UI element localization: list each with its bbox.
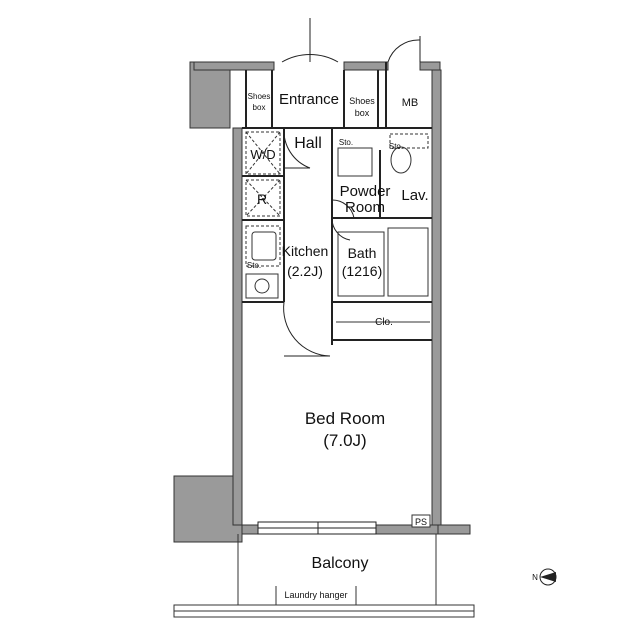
ps-box	[411, 514, 431, 528]
burner-icon	[254, 278, 270, 294]
label-entrance: Entrance	[279, 91, 339, 108]
wall-top-right	[419, 61, 441, 71]
label-shoes-box-right-1: Shoes	[349, 96, 375, 106]
wall-right	[431, 69, 442, 526]
label-hall: Hall	[294, 135, 322, 152]
wall-block-bottom-left	[173, 475, 243, 543]
label-shoes-box-left-1: Shoes	[248, 92, 271, 101]
label-kitchen: Kitchen	[282, 243, 329, 259]
balcony	[173, 534, 475, 618]
label-sto-lav: Sto.	[389, 142, 403, 151]
label-kitchen-size: (2.2J)	[287, 263, 323, 279]
toilet-icon	[390, 146, 412, 174]
label-powder-room-2: Room	[345, 199, 385, 216]
label-laundry-hanger: Laundry hanger	[284, 590, 347, 600]
balcony-window	[257, 521, 377, 535]
kitchen-sink	[251, 231, 277, 261]
powder-sink	[337, 147, 373, 177]
fixtures	[245, 146, 430, 323]
wall-top-mid	[343, 61, 389, 71]
label-bath-size: (1216)	[342, 263, 382, 279]
bath-floor	[337, 231, 385, 297]
label-clo: Clo.	[375, 317, 393, 328]
label-sto-hall: Sto.	[339, 138, 353, 147]
interior-walls	[242, 62, 432, 345]
compass-label: N	[532, 573, 538, 582]
wall-left	[232, 127, 243, 526]
label-mb: MB	[402, 97, 419, 109]
label-bedroom-size: (7.0J)	[323, 431, 366, 450]
label-wd: W/D	[250, 147, 275, 162]
dashed-fixtures	[245, 131, 429, 267]
label-powder-room-1: Powder	[340, 183, 391, 200]
label-balcony: Balcony	[312, 555, 369, 572]
compass-icon: N	[532, 568, 557, 586]
bathtub	[387, 227, 429, 297]
label-sto-kitchen: Sto.	[247, 261, 261, 270]
label-bedroom: Bed Room	[305, 409, 385, 428]
label-bath: Bath	[348, 245, 377, 261]
label-shoes-box-left-2: box	[253, 103, 266, 112]
wall-block-top-left	[189, 61, 231, 129]
wall-top-left	[193, 61, 275, 71]
stove	[245, 273, 279, 299]
label-refrigerator: R	[257, 191, 267, 207]
label-ps: PS	[415, 517, 427, 527]
label-shoes-box-right-2: box	[355, 108, 370, 118]
doors	[281, 18, 421, 357]
wall-bottom-ext	[437, 524, 471, 535]
label-lav: Lav.	[401, 187, 428, 204]
